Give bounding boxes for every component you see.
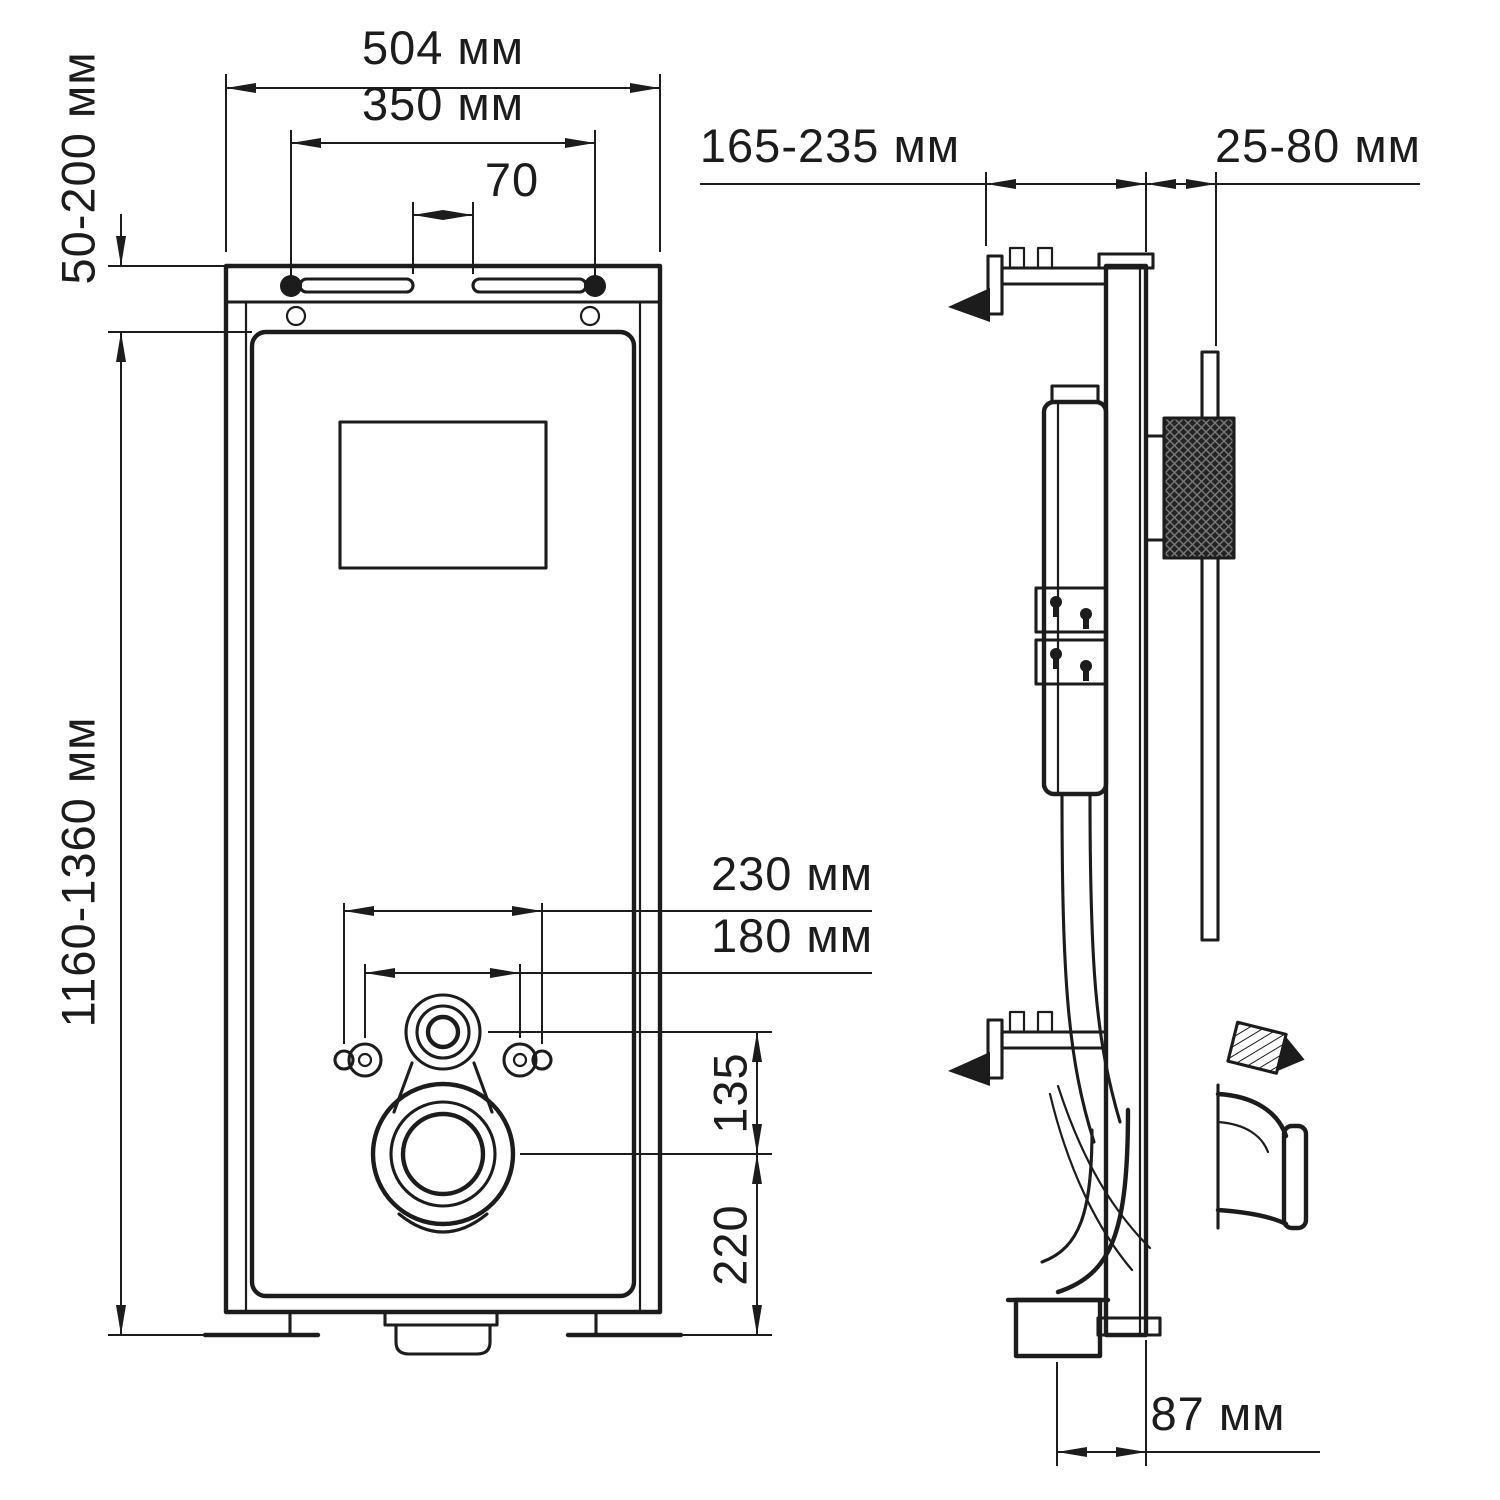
outlet-horn	[1215, 1083, 1309, 1231]
cistern	[1041, 384, 1109, 797]
mount-slot-left	[298, 277, 415, 294]
dim-label-depth-range: 165-235 мм	[700, 119, 960, 172]
wall-sleeve	[1162, 416, 1236, 560]
rail-bolt-left	[280, 275, 302, 297]
washer-right	[502, 1042, 538, 1078]
dim-label-height-range: 1160-1360 мм	[51, 717, 104, 1028]
rail-bolt-right	[584, 275, 606, 297]
drain-elbow	[1055, 1107, 1131, 1295]
dim-label-drain-floor-height: 220	[703, 1204, 756, 1285]
front-view-drawing	[202, 263, 684, 1356]
fixing-plates	[1034, 586, 1108, 686]
hose	[1056, 1084, 1152, 1250]
mount-slot-right	[471, 277, 588, 294]
dim-label-inner-hole-spacing: 180 мм	[711, 909, 873, 962]
inlet-valve	[1226, 1020, 1305, 1075]
side-view-drawing	[948, 246, 1309, 1359]
bottom-outlet-flange	[383, 1310, 499, 1327]
dim-label-outlet-offset: 87 мм	[1151, 1387, 1286, 1440]
floor-outlet-stub	[1013, 1297, 1103, 1359]
outer-hole-right	[531, 1049, 553, 1071]
top-wall-bracket	[948, 246, 1108, 322]
dim-label-mount-width: 350 мм	[362, 77, 524, 130]
bottom-wall-bracket	[948, 1010, 1108, 1086]
dim-label-overall-width: 504 мм	[362, 21, 524, 74]
flush-pipe	[1060, 792, 1096, 1144]
dim-label-outer-hole-spacing: 230 мм	[711, 847, 873, 900]
flush-fitting-plate	[404, 993, 482, 1071]
drain-outlet	[370, 1081, 516, 1227]
dim-label-slot-gap: 70	[485, 153, 539, 206]
washer-left	[347, 1042, 383, 1078]
dim-label-top-offset-range: 50-200 мм	[51, 51, 104, 284]
front-panel	[249, 329, 637, 1299]
access-window	[338, 420, 548, 570]
outer-hole-left	[333, 1049, 355, 1071]
drain-clamp	[397, 1212, 489, 1234]
dimension-lines	[108, 74, 1420, 1466]
side-foot	[1096, 1316, 1162, 1337]
wall-plate	[1200, 350, 1220, 942]
dim-label-wall-offset-range: 25-80 мм	[1215, 119, 1421, 172]
dim-label-drain-drop: 135	[703, 1052, 756, 1133]
bottom-outlet	[394, 1323, 492, 1356]
